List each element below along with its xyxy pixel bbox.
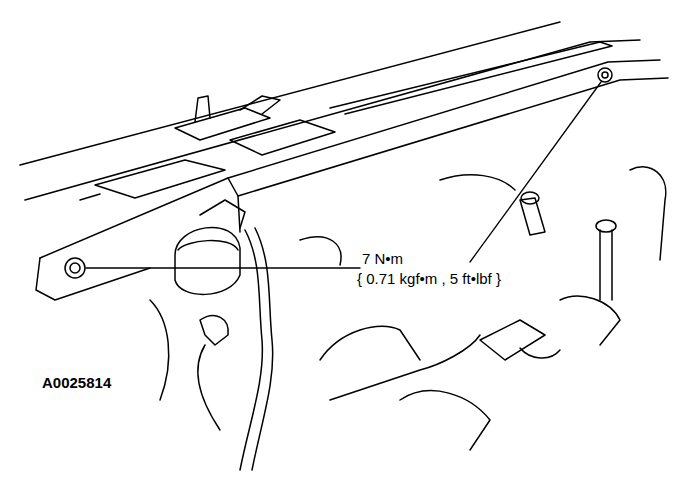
torque-conversion: { 0.71 kgf•m , 5 ft•lbf } [355, 270, 503, 287]
bolt [65, 258, 85, 278]
engine-part [480, 320, 545, 360]
cap-bracket [200, 200, 245, 228]
reservoir-cap [175, 227, 240, 294]
engine-part [440, 175, 515, 190]
bolt [70, 263, 80, 273]
cap-rim [178, 241, 238, 250]
engine-part [630, 167, 666, 260]
hood-edge [20, 22, 560, 165]
torque-value: 7 N•m [360, 250, 405, 267]
latch-lever [240, 96, 280, 114]
engine-part [520, 348, 560, 358]
support-front [228, 78, 668, 196]
hood-latch [175, 108, 270, 140]
panel-edge [25, 40, 640, 200]
hose [240, 230, 262, 470]
figure-code: A0025814 [40, 374, 113, 391]
dipstick [600, 230, 612, 300]
leader-line [86, 267, 360, 268]
hose [252, 228, 273, 470]
engine-part [521, 192, 539, 204]
engine-part [400, 391, 490, 450]
support-top [40, 60, 660, 258]
engine-part [330, 335, 480, 400]
leader-line [470, 82, 601, 262]
seal-strip [330, 42, 612, 114]
dipstick-handle [596, 220, 616, 232]
panel-pad [95, 160, 225, 198]
panel-slot [80, 194, 100, 200]
harness [198, 345, 220, 430]
support-flange [36, 258, 150, 300]
bolt [602, 72, 608, 78]
bolt [598, 68, 612, 82]
engine-part [320, 326, 420, 360]
connector [200, 316, 228, 345]
latch-hook [195, 96, 210, 122]
engine-part [300, 237, 341, 265]
harness [150, 300, 169, 400]
engine-part [560, 296, 620, 345]
